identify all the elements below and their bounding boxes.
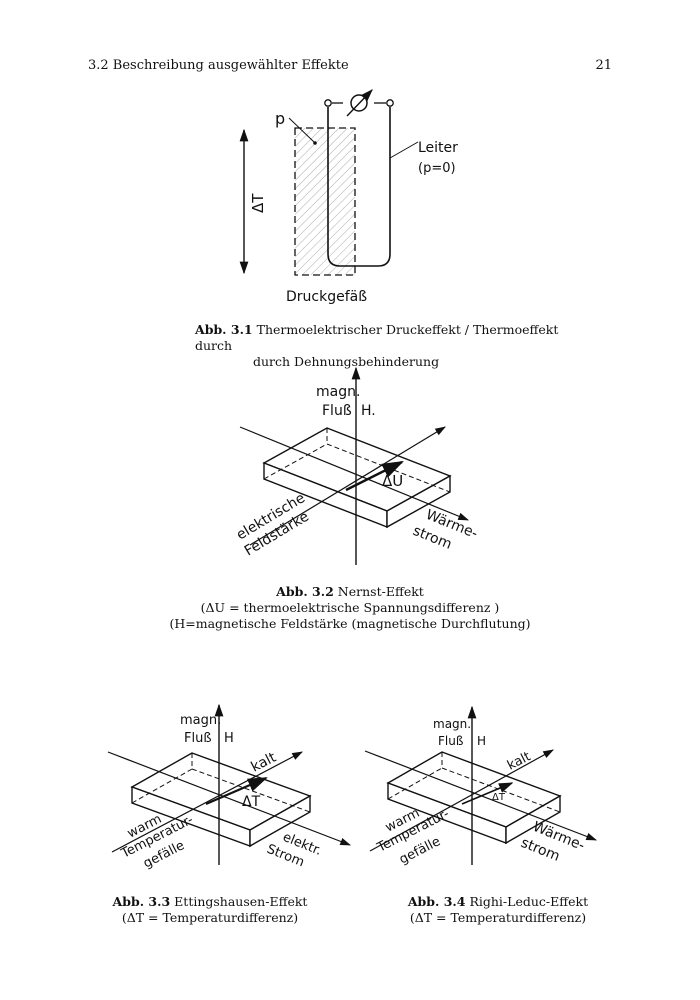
caption-title: Righi-Leduc-Effekt <box>469 894 589 909</box>
label-flux-2: Fluß <box>322 403 352 419</box>
label-h: H <box>477 734 486 748</box>
caption-title: Nernst-Effekt <box>337 584 424 599</box>
delta-t-arrow <box>205 776 268 806</box>
page-number: 21 <box>595 58 612 73</box>
caption-number: Abb. 3.3 <box>112 894 171 909</box>
efield-arrow <box>249 426 446 546</box>
caption-3-3: Abb. 3.3 Ettingshausen-Effekt (ΔT = Temp… <box>95 894 325 926</box>
caption-title: Ettingshausen-Effekt <box>174 894 308 909</box>
label-delta-u: ΔU <box>382 472 403 490</box>
caption-text: Thermoelektrischer Druckeffekt / Thermoe… <box>195 322 559 353</box>
label-delta-t: ΔT <box>242 794 261 810</box>
figure-3-2: magn. Fluß H. ΔU elektrische Feldstärke … <box>234 366 480 565</box>
label-delta-t: ΔT <box>492 792 506 803</box>
label-h: H. <box>361 403 376 419</box>
caption-text-line2: (ΔT = Temperaturdifferenz) <box>409 910 587 925</box>
figure-3-1: p Leiter (p=0) ΔT Druckgefäß <box>239 89 458 305</box>
label-kalt: kalt <box>505 749 533 773</box>
label-conductor-note: (p=0) <box>418 161 456 176</box>
label-flux-1: magn. <box>316 384 360 400</box>
pressure-vessel <box>294 127 356 276</box>
caption-text-line2: (ΔU = thermoelektrische Spannungsdiffere… <box>200 600 500 615</box>
label-flux-2: Fluß <box>184 731 212 746</box>
label-p: p <box>275 109 285 128</box>
temperature-gradient-arrow <box>111 751 303 853</box>
current-arrow <box>107 751 352 846</box>
label-flux-2: Fluß <box>438 734 464 748</box>
figure-3-3: magn. Fluß H kalt ΔT warm Temperatur- ge… <box>107 703 352 872</box>
caption-number: Abb. 3.2 <box>276 584 334 599</box>
label-h: H <box>224 731 234 746</box>
figure-3-4: magn. Fluß H kalt ΔT warm Temperatur- ge… <box>364 705 598 868</box>
label-vessel: Druckgefäß <box>286 289 367 305</box>
running-header-section: 3.2 Beschreibung ausgewählter Effekte <box>88 58 349 73</box>
conductor-loop <box>327 107 391 267</box>
label-delta-t: ΔT <box>249 193 267 213</box>
delta-t-arrow <box>461 782 514 805</box>
label-flux-1: magn. <box>180 713 221 728</box>
caption-text-line2: (ΔT = Temperaturdifferenz) <box>121 910 299 925</box>
label-conductor: Leiter <box>418 140 458 156</box>
caption-3-2: Abb. 3.2 Nernst-Effekt (ΔU = thermoelekt… <box>150 584 550 632</box>
meter-icon <box>350 94 368 112</box>
caption-number: Abb. 3.4 <box>407 894 466 909</box>
temperature-gradient-arrow <box>369 749 554 852</box>
caption-3-1: Abb. 3.1 Thermoelektrischer Druckeffekt … <box>195 322 595 370</box>
delta-u-arrow <box>345 460 404 492</box>
heat-flow-arrow <box>239 426 470 521</box>
label-flux-1: magn. <box>433 717 471 731</box>
caption-number: Abb. 3.1 <box>195 322 253 337</box>
caption-text-line3: (H=magnetische Feldstärke (magnetische D… <box>169 616 531 631</box>
caption-text-line2: durch Dehnungsbehinderung <box>253 354 440 369</box>
caption-3-4: Abb. 3.4 Righi-Leduc-Effekt (ΔT = Temper… <box>383 894 613 926</box>
